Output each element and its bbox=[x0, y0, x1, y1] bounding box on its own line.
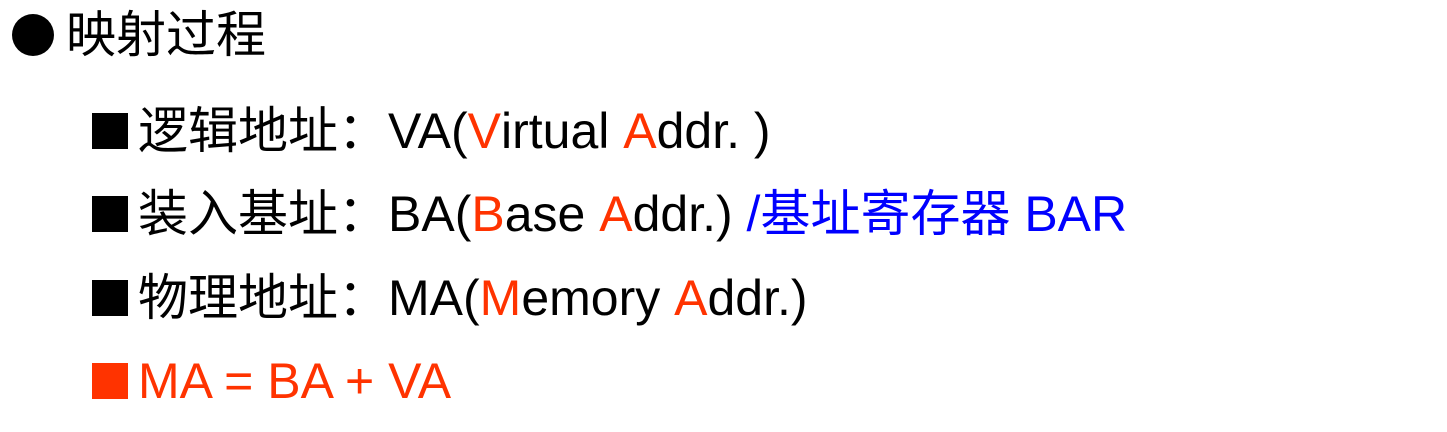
address-formula: MA = BA + VA bbox=[138, 353, 452, 409]
item-abbr: MA( bbox=[388, 270, 480, 326]
highlight-letter: B bbox=[471, 186, 505, 242]
square-bullet-icon bbox=[92, 363, 128, 399]
item-text: emory bbox=[521, 270, 675, 326]
highlight-letter: A bbox=[599, 186, 633, 242]
item-abbr: BA( bbox=[388, 186, 472, 242]
circle-bullet-icon bbox=[12, 14, 54, 56]
item-abbr: VA( bbox=[388, 103, 468, 159]
highlight-letter: V bbox=[467, 103, 501, 159]
item-label: 物理地址： bbox=[138, 270, 388, 326]
item-text: ase bbox=[504, 186, 600, 242]
highlight-letter: A bbox=[623, 103, 657, 159]
item-label: 逻辑地址： bbox=[138, 103, 388, 159]
item-text: ddr.) bbox=[632, 186, 747, 242]
section-heading: 映射过程 bbox=[12, 4, 266, 66]
item-label: 装入基址： bbox=[138, 186, 388, 242]
square-bullet-icon bbox=[92, 113, 128, 149]
heading-text: 映射过程 bbox=[66, 7, 266, 63]
square-bullet-icon bbox=[92, 196, 128, 232]
square-bullet-icon bbox=[92, 280, 128, 316]
highlight-letter: M bbox=[479, 270, 522, 326]
item-text: ddr.) bbox=[707, 270, 808, 326]
base-register-note: /基址寄存器 BAR bbox=[746, 186, 1128, 242]
list-item-physical-address: 物理地址： MA( M emory A ddr.) bbox=[92, 267, 808, 329]
item-text: ddr. ) bbox=[656, 103, 771, 159]
list-item-formula: MA = BA + VA bbox=[92, 350, 451, 412]
list-item-virtual-address: 逻辑地址： VA( V irtual A ddr. ) bbox=[92, 100, 771, 162]
highlight-letter: A bbox=[674, 270, 708, 326]
list-item-base-address: 装入基址： BA( B ase A ddr.) /基址寄存器 BAR bbox=[92, 183, 1127, 245]
item-text: irtual bbox=[501, 103, 624, 159]
